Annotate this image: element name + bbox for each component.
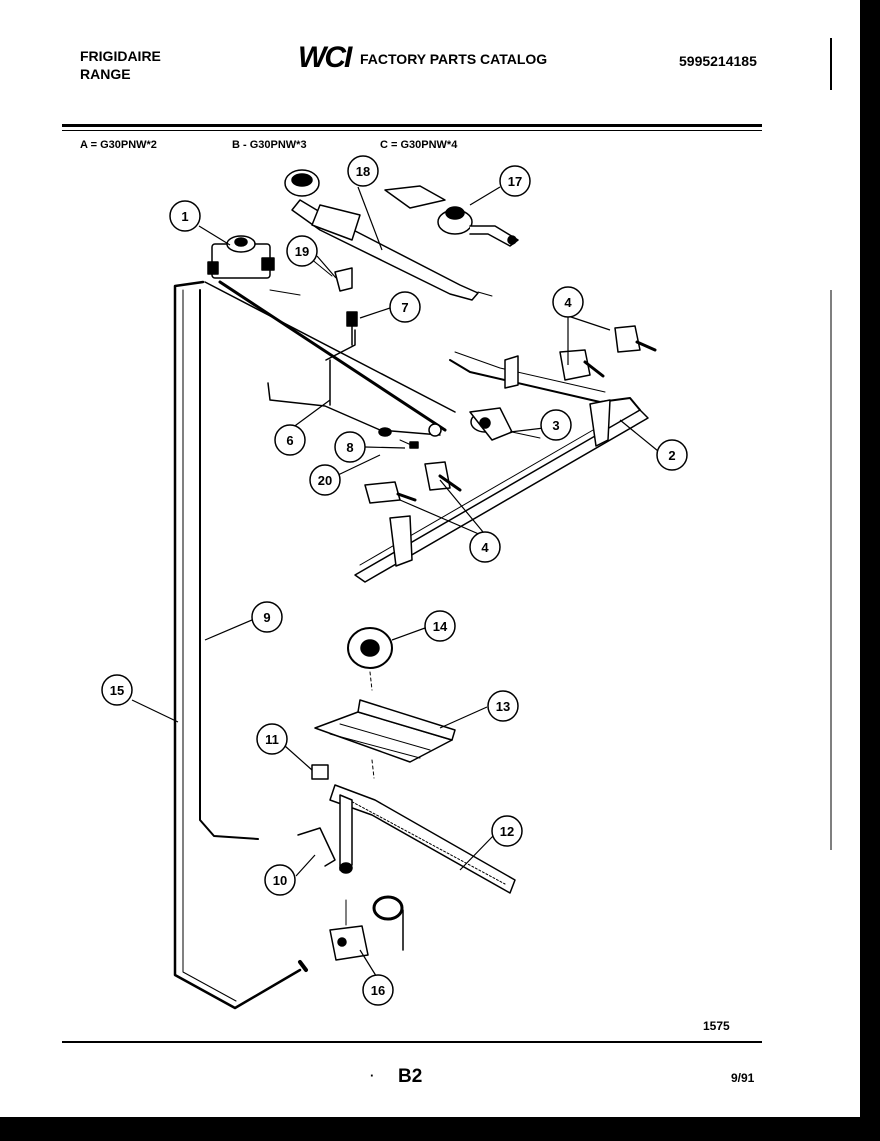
callout-circle — [499, 165, 531, 197]
callout-number: 3 — [552, 418, 559, 433]
model-b: B - G30PNW*3 — [232, 139, 307, 151]
valve-lower — [364, 461, 462, 504]
callout-circle — [286, 235, 318, 267]
callout-3: 3 — [540, 409, 572, 441]
footer-rule — [62, 1041, 762, 1043]
callout-number: 9 — [263, 610, 270, 625]
wci-logo: WCI — [296, 40, 356, 77]
callout-number: 19 — [295, 244, 309, 259]
callout-number: 4 — [564, 295, 572, 310]
callout-number: 11 — [265, 732, 279, 747]
callout-20: 20 — [309, 464, 341, 496]
top-burner-arm-part — [284, 169, 493, 301]
callout-number: 20 — [318, 473, 332, 488]
callout-circle — [487, 690, 519, 722]
callout-6: 6 — [274, 424, 306, 456]
callout-number: 17 — [508, 174, 522, 189]
model-c: C = G30PNW*4 — [380, 139, 458, 151]
callout-number: 16 — [371, 983, 385, 998]
callout-circle — [251, 601, 283, 633]
callout-number: 4 — [481, 540, 489, 555]
callout-number: 1 — [181, 209, 188, 224]
heat-shield-part — [314, 699, 456, 763]
oven-burner-part — [329, 784, 516, 894]
callout-number: 2 — [668, 448, 675, 463]
callout-12: 12 — [491, 815, 523, 847]
thermostat-bulb-tube — [267, 382, 441, 436]
callout-10: 10 — [264, 864, 296, 896]
callout-number: 12 — [500, 824, 514, 839]
callout-circle — [389, 291, 421, 323]
oven-bracket — [311, 764, 329, 780]
callout-circle — [552, 286, 584, 318]
callout-16: 16 — [362, 974, 394, 1006]
page-label: B2 — [398, 1066, 423, 1087]
igniter-holder — [297, 827, 336, 867]
callout-7: 7 — [389, 291, 421, 323]
callout-number: 8 — [346, 440, 353, 455]
callout-circle — [469, 531, 501, 563]
callout-11: 11 — [256, 723, 288, 755]
callout-circle — [540, 409, 572, 441]
pressure-regulator-part — [207, 235, 275, 279]
callout-1: 1 — [169, 200, 201, 232]
callout-circle — [424, 610, 456, 642]
main-gas-tube — [173, 280, 302, 1010]
small-bracket — [334, 267, 353, 292]
burner-manifold-rail — [354, 351, 649, 583]
header-rule-thick — [62, 124, 762, 127]
margin-mark — [830, 290, 832, 850]
margin-mark — [830, 38, 832, 90]
header-rule-thin — [62, 130, 762, 131]
callout-circle — [169, 200, 201, 232]
callout-number: 10 — [273, 873, 287, 888]
callout-circle — [347, 155, 379, 187]
callout-number: 13 — [496, 699, 510, 714]
callout-13: 13 — [487, 690, 519, 722]
catalog-number: 5995214185 — [679, 53, 757, 69]
burner-valve-part — [469, 407, 541, 441]
svg-text:WCI: WCI — [298, 41, 353, 72]
product-label: RANGE — [80, 66, 131, 82]
brand-label: FRIGIDAIRE — [80, 48, 161, 64]
callout-circle — [264, 864, 296, 896]
callout-15: 15 — [101, 674, 133, 706]
callout-19: 19 — [286, 235, 318, 267]
footer-date: 9/91 — [731, 1071, 755, 1085]
footer-bullet: · — [370, 1068, 375, 1083]
callout-4: 4 — [469, 531, 501, 563]
callout-circle — [274, 424, 306, 456]
callout-circle — [362, 974, 394, 1006]
safety-valve-part — [329, 895, 404, 961]
parts-catalog-sheet: FRIGIDAIRE RANGE WCI FACTORY PARTS CATAL… — [0, 0, 860, 1117]
callout-circle — [656, 439, 688, 471]
control-knob-part — [347, 627, 393, 669]
callout-circle — [309, 464, 341, 496]
callout-circle — [256, 723, 288, 755]
callout-4: 4 — [552, 286, 584, 318]
callout-2: 2 — [656, 439, 688, 471]
callout-circle — [101, 674, 133, 706]
callout-number: 7 — [401, 300, 408, 315]
callout-18: 18 — [347, 155, 379, 187]
callout-9: 9 — [251, 601, 283, 633]
exploded-parts-diagram — [131, 169, 659, 1010]
oven-burner-tube — [199, 289, 259, 840]
callout-circle — [334, 431, 366, 463]
rear-burner-arm-part — [384, 185, 519, 247]
callout-number: 18 — [356, 164, 370, 179]
callout-number: 15 — [110, 683, 124, 698]
callout-number: 14 — [433, 619, 448, 634]
callout-14: 14 — [424, 610, 456, 642]
catalog-title: FACTORY PARTS CATALOG — [360, 51, 548, 67]
callout-8: 8 — [334, 431, 366, 463]
drawing-number: 1575 — [703, 1019, 730, 1033]
callout-circle — [491, 815, 523, 847]
callout-number: 6 — [286, 433, 293, 448]
model-a: A = G30PNW*2 — [80, 139, 157, 151]
callout-17: 17 — [499, 165, 531, 197]
